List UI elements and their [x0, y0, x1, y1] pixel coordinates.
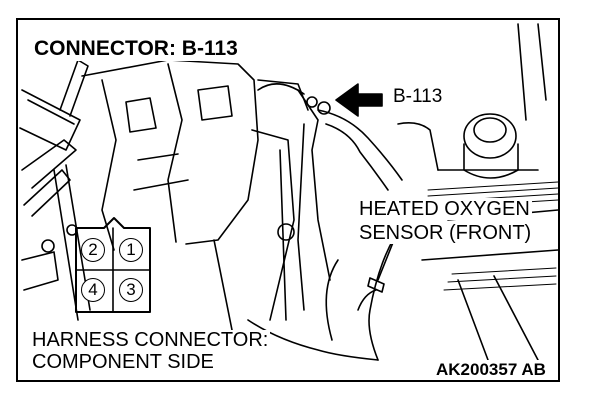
sensor-label-line-2: SENSOR (FRONT): [357, 222, 534, 244]
connector-pin-2: 2: [81, 238, 105, 262]
engine-block: [81, 59, 309, 341]
connector-pin-4: 4: [81, 278, 105, 302]
upper-hose: [257, 83, 439, 311]
sensor-leader-line: [377, 239, 395, 281]
engine-bay-illustration: [19, 23, 558, 361]
callout-arrow: [335, 83, 383, 117]
harness-label-line-2: COMPONENT SIDE: [30, 351, 216, 373]
connector-title: CONNECTOR: B-113: [30, 36, 244, 61]
harness-label-line-1: HARNESS CONNECTOR:: [30, 329, 271, 351]
figure-code: AK200357 AB: [434, 360, 548, 379]
diagram-frame: CONNECTOR: B-113 B-113 HEATED OXYGEN SEN…: [16, 18, 560, 382]
connector-pin-1: 1: [119, 238, 143, 262]
strut-assembly: [19, 59, 91, 321]
connector-pin-3: 3: [119, 278, 143, 302]
harness-connector-outline: [75, 217, 151, 313]
connector-callout-label: B-113: [393, 86, 443, 107]
sensor-label-line-1: HEATED OXYGEN: [357, 198, 532, 220]
